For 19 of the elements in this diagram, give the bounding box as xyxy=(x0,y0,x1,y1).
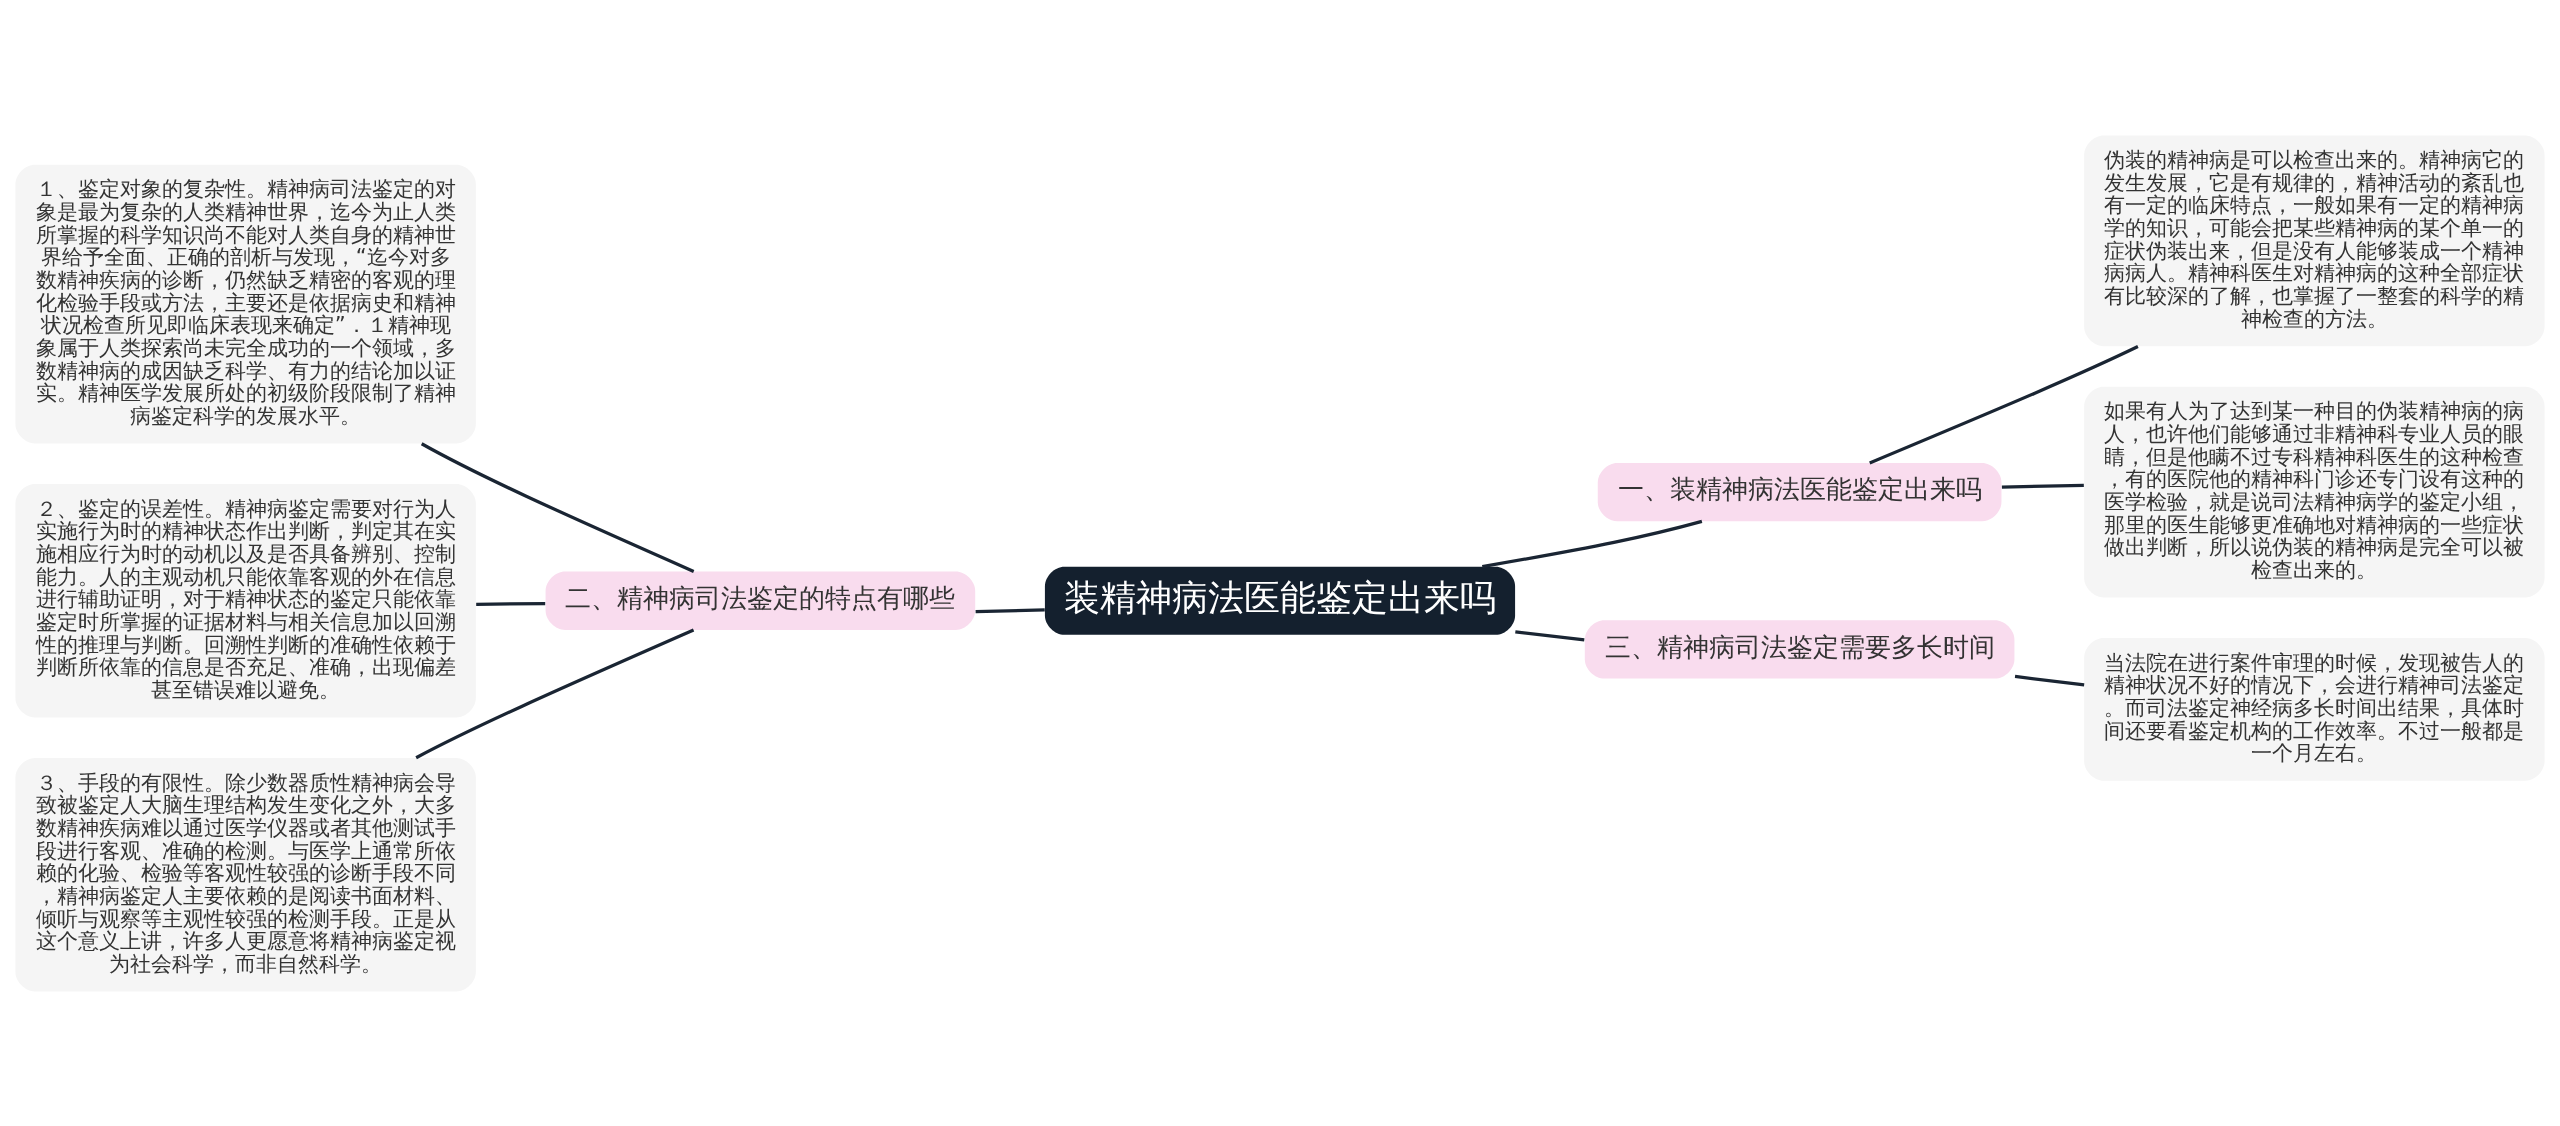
connector xyxy=(415,628,695,759)
node-box: ３、手段的有限性。除少数器质性精神病会导致被鉴定人大脑生理结构发生变化之外，大多数精神疾病难以通过医学仪器或者其他测试手段进行客观、准确的检测。与医学上通常所依赖的化验、检验等客观性较强的诊断手段不同，精神病鉴定人主要依赖的是阅读书面材料、倾听与观察等主观性较强的检测手段。正是从这个意义上讲，许多人更愿意将精神病鉴定视为社会科学，而非自然科学。 xyxy=(15,757,476,991)
node-box: 当法院在进行案件审理的时候，发现被告人的精神状况不好的情况下，会进行精神司法鉴定。而司法鉴定神经病多长时间出结果，具体时间还要看鉴定机构的工作效率。不过一般都是一个月左右。 xyxy=(2084,637,2545,781)
node-box: 二、精神病司法鉴定的特点有哪些 xyxy=(545,571,976,630)
node-box: 三、精神病司法鉴定需要多长时间 xyxy=(1584,619,2015,679)
node-box: 一、装精神病法医能鉴定出来吗 xyxy=(1597,462,2002,521)
connector xyxy=(420,441,695,573)
connector xyxy=(2014,674,2085,687)
connector xyxy=(1869,344,2139,464)
node-box: 如果有人为了达到某一种目的伪装精神病的病人，也许他们能够通过非精神科专业人员的眼睛，但是他瞒不过专科精神科医生的这种检查，有的医院他的精神科门诊还专门设有这种的医学检验，就是说司法精神病学的鉴定小组，那里的医生能够更准确地对精神病的一些症状做出判断，所以说伪装的精神病是完全可以被检查出来的。 xyxy=(2084,386,2545,598)
connector xyxy=(2001,483,2084,489)
connector xyxy=(476,601,546,606)
connector xyxy=(1482,519,1703,568)
connector xyxy=(975,607,1045,613)
node-box: 伪装的精神病是可以检查出来的。精神病它的发生发展，它是有规律的，精神活动的紊乱也有一定的临床特点，一般如果有一定的精神病学的知识，可能会把某些精神病的某个单一的症状伪装出来，但是没有人能够装成一个精神病病人。精神科医生对精神病的这种全部症状有比较深的了解，也掌握了一整套的科学的精神检查的方法。 xyxy=(2084,135,2545,346)
node-box: １、鉴定对象的复杂性。精神病司法鉴定的对象是最为复杂的人类精神世界，迄今为止人类所掌握的科学知识尚不能对人类自身的精神世界给予全面、正确的剖析与发现，“迄今对多数精神疾病的诊断，仍然缺乏精密的客观的理化检验手段或方法，主要还是依据病史和精神状况检查所见即临床表现来确定”．１精神现象属于人类探索尚未完全成功的一个领域，多数精神病的成因缺乏科学、有力的结论加以证实。精神医学发展所处的初级阶段限制了精神病鉴定科学的发展水平。 xyxy=(15,164,476,444)
node-box: 装精神病法医能鉴定出来吗 xyxy=(1044,566,1516,635)
node-box: ２、鉴定的误差性。精神病鉴定需要对行为人实施行为时的精神状态作出判断，判定其在实施相应行为时的动机以及是否具备辨别、控制能力。人的主观动机只能依靠客观的外在信息进行辅助证明，对于精神状态的鉴定只能依靠鉴定时所掌握的证据材料与相关信息加以回溯性的推理与判断。回溯性判断的准确性依赖于判断所依靠的信息是否充足、准确，出现偏差甚至错误难以避免。 xyxy=(15,483,476,717)
connector xyxy=(1515,629,1585,642)
